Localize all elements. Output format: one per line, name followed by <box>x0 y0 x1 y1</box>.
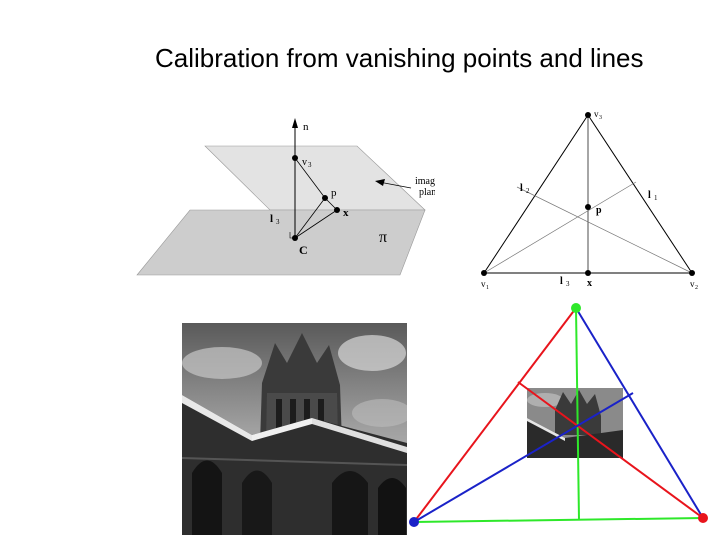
tri-v3-point <box>585 112 591 118</box>
label-plane: plane <box>419 187 435 198</box>
ground-plane <box>136 209 426 276</box>
tri-label-v1-sub: 1 <box>486 285 489 291</box>
label-v3-sub: 3 <box>308 161 312 169</box>
label-v3: v <box>302 157 307 168</box>
image-plane-arrowhead <box>375 179 385 186</box>
tri-label-v1: v <box>481 279 486 289</box>
side-bottom-green <box>413 517 704 523</box>
tri-label-l1-sub: 1 <box>654 194 658 202</box>
p-point <box>322 195 328 201</box>
side-right-blue <box>575 307 704 519</box>
side-left-red <box>413 307 577 523</box>
x-point <box>334 207 340 213</box>
label-pi: π <box>379 229 387 246</box>
label-x: x <box>343 207 349 219</box>
label-n: n <box>303 121 309 133</box>
normal-arrowhead <box>292 118 298 128</box>
tri-v2-point <box>689 270 695 276</box>
label-c: C <box>299 243 308 257</box>
tri-label-x: x <box>587 278 592 289</box>
plane-diagram: n v 3 p x l 3 C π image plane <box>136 118 435 276</box>
c-point <box>292 235 298 241</box>
label-image: image <box>415 176 435 187</box>
tri-label-l2: l <box>520 183 523 194</box>
tri-label-v3-sub: 3 <box>599 115 602 121</box>
vertex-top-green <box>571 303 581 313</box>
vanishing-triangle-overlay <box>409 303 708 527</box>
tri-label-l1: l <box>648 190 651 201</box>
tri-p-point <box>585 204 591 210</box>
tri-label-p: p <box>596 205 602 216</box>
vertex-right-red <box>698 513 708 523</box>
label-p: p <box>331 187 337 199</box>
tri-label-v3: v <box>594 109 599 119</box>
tri-label-l3: l <box>560 276 563 287</box>
triangle-diagram: v 3 l 2 l 1 p v 1 l 3 x v 2 <box>481 109 698 291</box>
tri-label-l3-sub: 3 <box>566 280 570 288</box>
tri-x-point <box>585 270 591 276</box>
label-l3-sub: 3 <box>276 218 280 226</box>
altitude-green <box>575 307 580 521</box>
slide-title: Calibration from vanishing points and li… <box>155 43 644 73</box>
tri-v1-point <box>481 270 487 276</box>
cathedral-photo <box>182 323 407 535</box>
vertex-left-blue <box>409 517 419 527</box>
v3-point <box>292 155 298 161</box>
tri-label-l2-sub: 2 <box>526 187 530 195</box>
image-plane <box>204 145 426 211</box>
tri-label-v2-sub: 2 <box>695 285 698 291</box>
label-l3: l <box>270 213 273 225</box>
altitude-red <box>517 381 704 519</box>
tri-label-v2: v <box>690 279 695 289</box>
altitude-blue <box>413 392 634 523</box>
